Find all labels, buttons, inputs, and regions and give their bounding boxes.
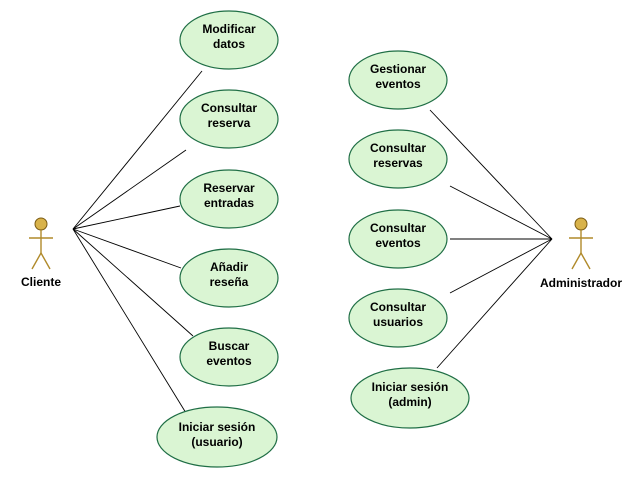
use-case-label-line2: reserva	[208, 116, 251, 130]
stick-figure-icon	[29, 217, 53, 270]
assoc-admin-gestionar-eventos	[429, 109, 553, 240]
assoc-cliente-iniciar-sesion-usuario	[72, 228, 187, 414]
use-case-consultar-usuarios[interactable]: Consultar usuarios	[348, 288, 448, 348]
assoc-cliente-consultar-reserva	[72, 149, 187, 230]
use-case-label-line2: eventos	[375, 236, 421, 250]
assoc-admin-consultar-reservas	[449, 185, 553, 240]
use-case-label-line1: Consultar	[370, 300, 426, 314]
actor-label: Cliente	[21, 275, 61, 289]
use-case-label-line1: Buscar	[209, 339, 250, 353]
use-case-buscar-eventos[interactable]: Buscar eventos	[179, 327, 279, 387]
use-case-label-line2: reseña	[210, 275, 249, 289]
use-case-label-line1: Consultar	[370, 141, 426, 155]
use-case-label-line1: Consultar	[201, 101, 257, 115]
use-case-reservar-entradas[interactable]: Reservar entradas	[179, 169, 279, 229]
use-case-ellipse	[350, 367, 470, 429]
use-case-ellipse	[179, 248, 279, 308]
use-case-consultar-eventos[interactable]: Consultar eventos	[348, 209, 448, 269]
use-case-label-line1: Consultar	[370, 221, 426, 235]
use-case-consultar-reservas[interactable]: Consultar reservas	[348, 129, 448, 189]
use-case-gestionar-eventos[interactable]: Gestionar eventos	[348, 50, 448, 110]
use-case-ellipse	[348, 209, 448, 269]
assoc-admin-consultar-usuarios	[449, 238, 553, 294]
use-case-ellipse	[179, 327, 279, 387]
use-case-ellipse	[348, 50, 448, 110]
administrador-associations	[429, 109, 553, 369]
assoc-admin-iniciar-sesion-admin	[436, 238, 553, 369]
cliente-associations	[72, 70, 203, 414]
use-case-label-line1: Añadir	[210, 260, 248, 274]
use-case-iniciar-sesion-usuario[interactable]: Iniciar sesión (usuario)	[156, 406, 278, 468]
use-case-label-line2: datos	[213, 37, 245, 51]
use-case-label-line2: usuarios	[373, 315, 423, 329]
use-case-label-line2: eventos	[375, 77, 421, 91]
assoc-cliente-anadir-resena	[72, 228, 182, 269]
use-case-label-line2: entradas	[204, 196, 254, 210]
actor-label: Administrador	[540, 276, 622, 290]
use-case-consultar-reserva[interactable]: Consultar reserva	[179, 89, 279, 149]
use-case-label-line1: Modificar	[202, 22, 256, 36]
use-case-label-line1: Reservar	[203, 181, 255, 195]
use-case-ellipse	[179, 169, 279, 229]
use-case-modificar-datos[interactable]: Modificar datos	[179, 10, 279, 70]
use-case-label-line1: Iniciar sesión	[179, 420, 256, 434]
assoc-cliente-modificar-datos	[72, 70, 203, 230]
use-case-label-line2: (usuario)	[191, 435, 242, 449]
use-case-label-line1: Gestionar	[370, 62, 426, 76]
use-case-iniciar-sesion-admin[interactable]: Iniciar sesión (admin)	[350, 367, 470, 429]
use-case-anadir-resena[interactable]: Añadir reseña	[179, 248, 279, 308]
use-case-ellipse	[179, 10, 279, 70]
use-case-label-line2: eventos	[206, 354, 252, 368]
use-case-ellipse	[179, 89, 279, 149]
stick-figure-icon	[569, 217, 593, 270]
use-case-label-line1: Iniciar sesión	[372, 380, 449, 394]
use-case-ellipse	[348, 288, 448, 348]
use-case-label-line2: (admin)	[388, 395, 431, 409]
actor-cliente[interactable]: Cliente	[21, 217, 61, 289]
assoc-cliente-reservar-entradas	[72, 205, 181, 230]
assoc-cliente-buscar-eventos	[72, 228, 194, 337]
use-case-ellipse	[156, 406, 278, 468]
actor-administrador[interactable]: Administrador	[540, 217, 622, 290]
use-case-label-line2: reservas	[373, 156, 423, 170]
use-case-ellipse	[348, 129, 448, 189]
